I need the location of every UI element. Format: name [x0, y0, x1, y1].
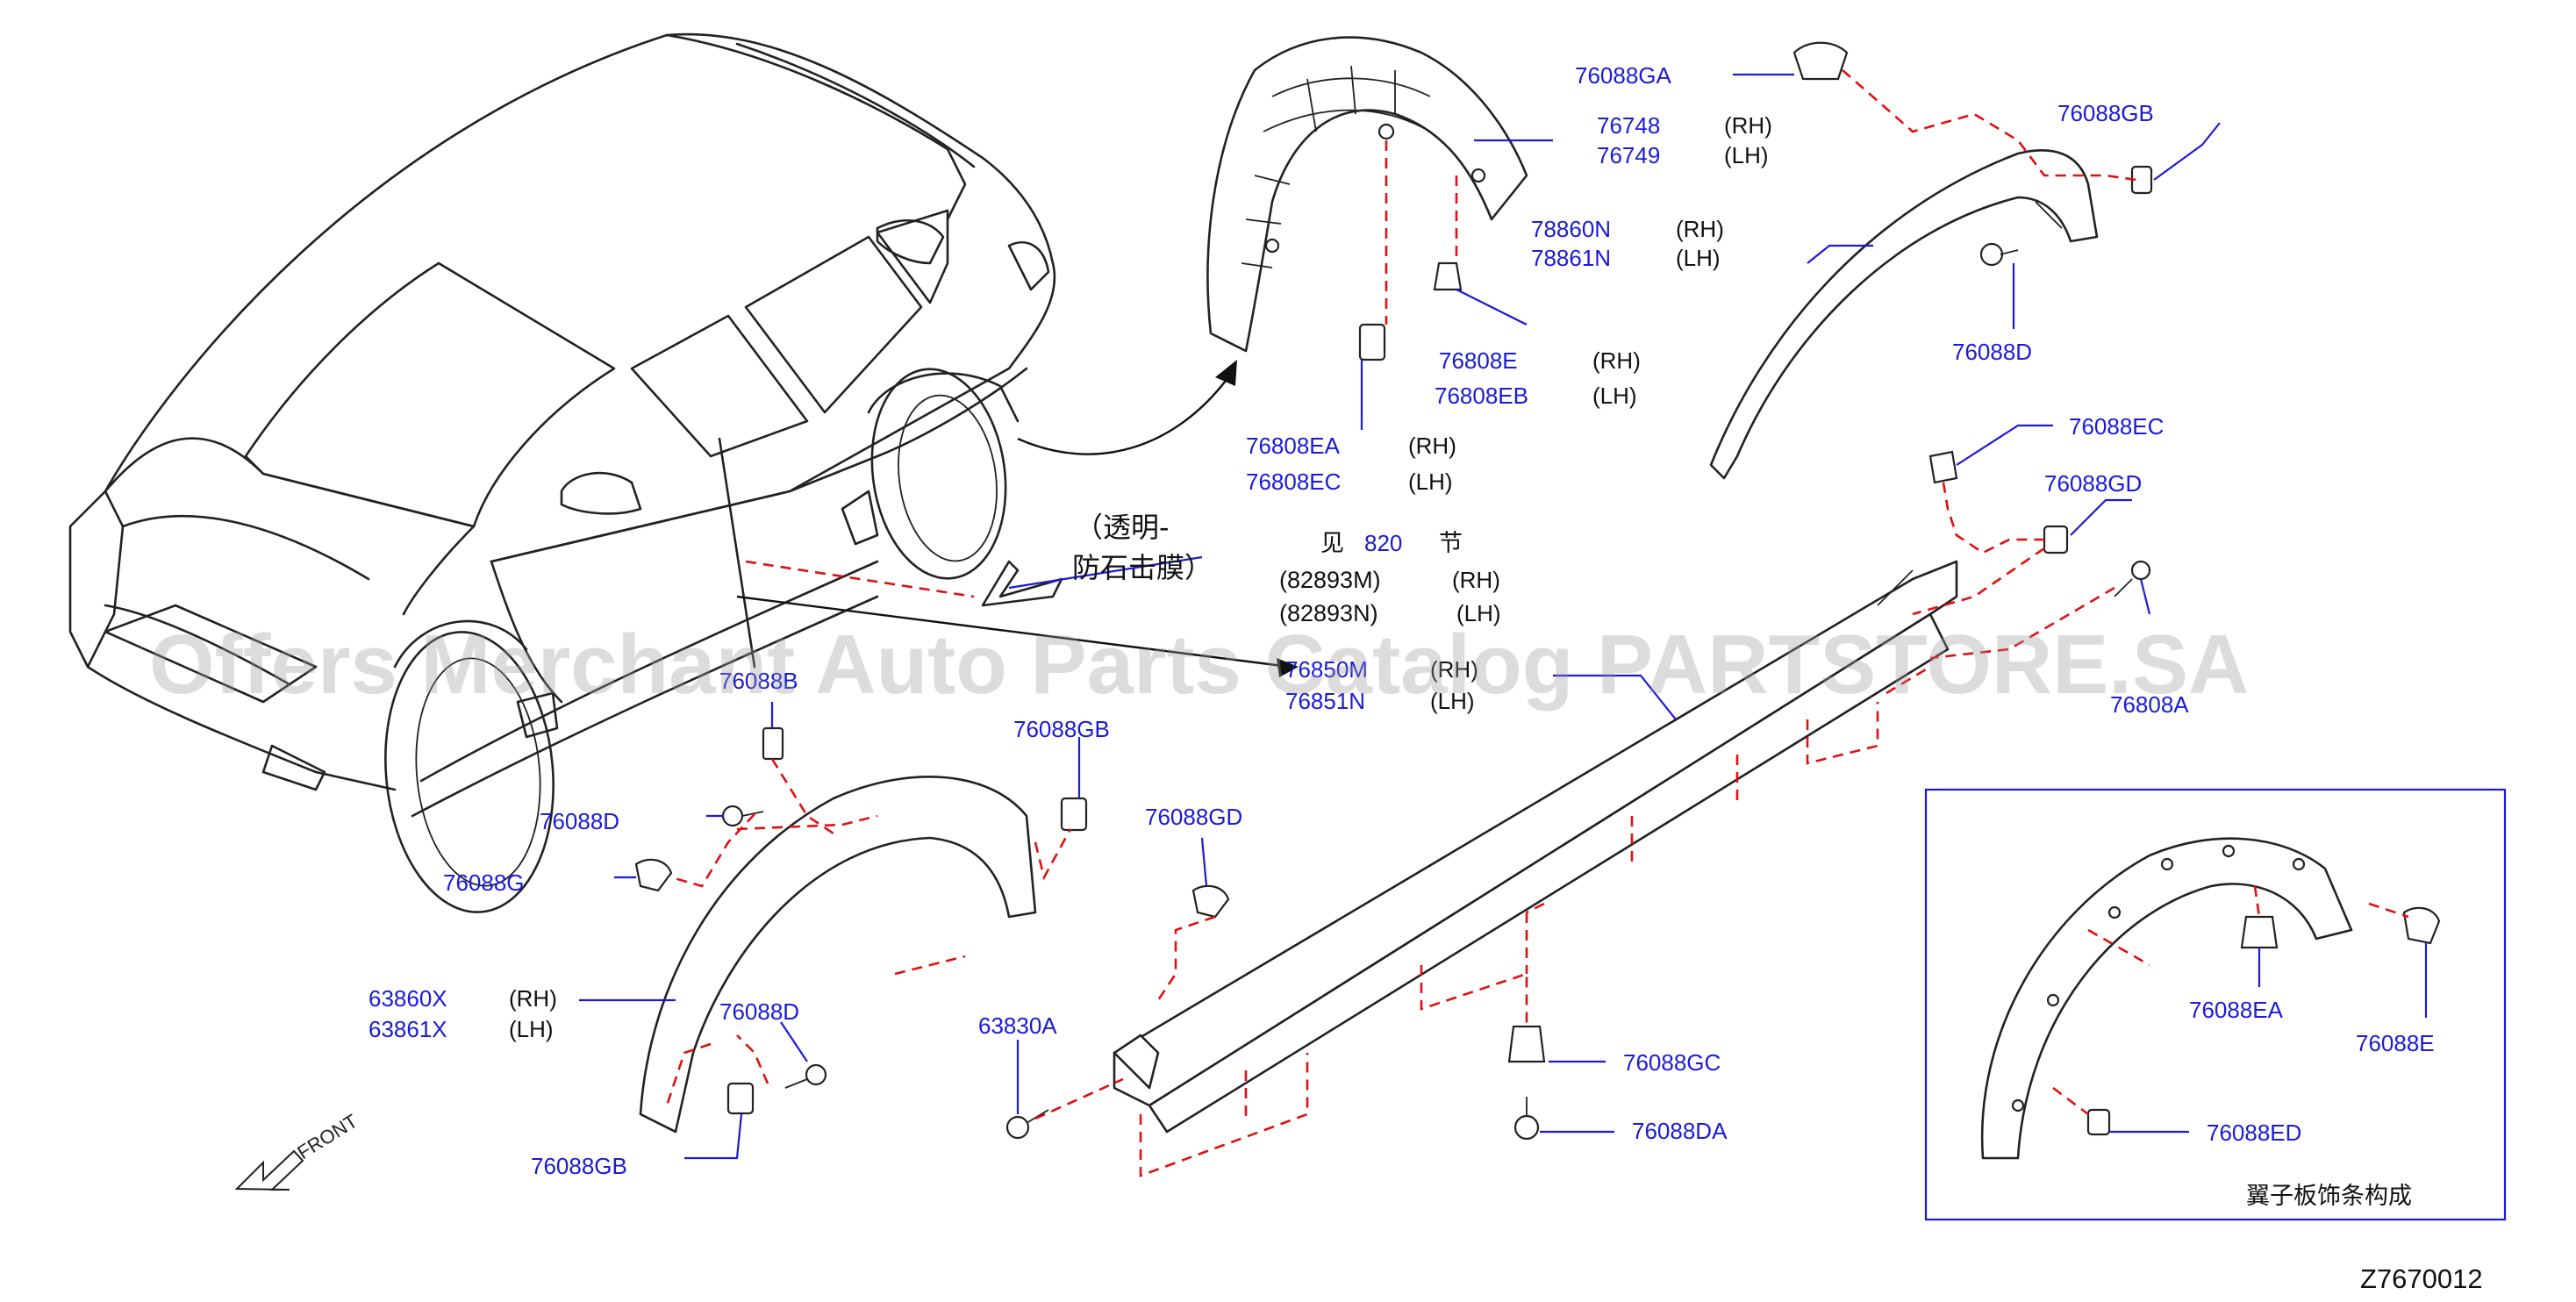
- rear-arch-moulding: [1709, 149, 2099, 480]
- sill-arrowhead: [1277, 658, 1299, 677]
- fastener-76088G: [634, 858, 673, 892]
- front-arch-moulding: [639, 776, 1037, 1134]
- fastener-76088EA: [2240, 915, 2279, 949]
- side-label-lh: (LH): [1676, 245, 1721, 271]
- fastener-76088B: [762, 726, 784, 761]
- side-label-lh: (LH): [1724, 142, 1769, 168]
- callout-76088B: 76088B: [719, 668, 798, 694]
- fastener-76088ED: [2086, 1108, 2111, 1136]
- fastener-76088GB-bottom: [726, 1082, 755, 1115]
- side-label-rh: (RH): [1676, 216, 1724, 242]
- diagram-ref-code: Z7670012: [2360, 1263, 2483, 1294]
- fastener-76088GA: [1792, 41, 1849, 81]
- fastener-76088GD-right: [2043, 525, 2069, 554]
- callout-78861N: 78861N: [1531, 245, 1611, 271]
- callout-76088GA: 76088GA: [1575, 62, 1672, 89]
- protective-film-part: [981, 560, 1063, 607]
- callout-76749: 76749: [1597, 142, 1660, 168]
- fastener-76088E: [2402, 906, 2441, 945]
- fastener-76088D-lower: [784, 1063, 827, 1089]
- callout-76808A: 76808A: [2110, 691, 2189, 718]
- inset-box: [1924, 788, 2507, 1221]
- fastener-76088D-left: [721, 805, 764, 827]
- side-label-lh: (LH): [1408, 469, 1453, 495]
- callout-76088ED: 76088ED: [2207, 1120, 2301, 1146]
- wheel-liner-part: [1206, 36, 1528, 353]
- callout-76088G: 76088G: [443, 869, 525, 896]
- front-direction-indicator: FRONT: [234, 1110, 361, 1191]
- callout-76808EB: 76808EB: [1435, 383, 1528, 409]
- callout-76088DA: 76088DA: [1632, 1118, 1728, 1144]
- fastener-76088GD-mid: [1191, 884, 1230, 919]
- callout-76088D-top: 76088D: [1952, 339, 2032, 365]
- side-label-lh: (LH): [1430, 688, 1475, 714]
- callout-76088GC: 76088GC: [1623, 1049, 1721, 1076]
- callout-76088GB-top: 76088GB: [2057, 100, 2154, 126]
- callout-76088GB-mid: 76088GB: [1013, 716, 1110, 742]
- sill-leader: [736, 595, 1291, 669]
- callout-76808E: 76808E: [1439, 347, 1518, 374]
- side-label-rh: (RH): [1430, 656, 1478, 683]
- film-note-line2: 防石击膜）: [1072, 551, 1213, 584]
- fastener-76808E: [1433, 261, 1463, 291]
- see-section-link[interactable]: 820: [1364, 530, 1402, 556]
- callout-63860X: 63860X: [369, 985, 447, 1012]
- see-text: 见: [1320, 530, 1344, 557]
- watermark-text: Offers Merchant Auto Parts Catalog PARTS…: [149, 618, 2249, 712]
- liner-arrow: [1017, 376, 1229, 455]
- fastener-76088EC: [1928, 450, 1958, 484]
- fastener-63830A: [1005, 1109, 1049, 1140]
- fastener-76088DA: [1513, 1097, 1540, 1141]
- liner-arrowhead: [1215, 360, 1237, 386]
- callout-leader-lines: [579, 73, 2428, 1160]
- side-label-lh: (LH): [1456, 600, 1501, 626]
- fastener-76088GB-mid: [1060, 797, 1088, 832]
- callout-82893N: (82893N): [1279, 600, 1378, 626]
- fastener-76088D-top: [1979, 242, 2019, 267]
- callout-76088GD-right: 76088GD: [2044, 470, 2142, 497]
- front-label: FRONT: [293, 1110, 361, 1163]
- side-label-rh: (RH): [1408, 433, 1456, 459]
- callout-78860N: 78860N: [1531, 216, 1611, 242]
- inset-caption: 翼子板饰条构成: [2246, 1183, 2412, 1210]
- inset-arch-moulding: [1980, 837, 2353, 1160]
- side-label-rh: (RH): [509, 985, 557, 1012]
- callout-63861X: 63861X: [369, 1016, 447, 1042]
- fastener-76808EA: [1358, 323, 1386, 361]
- callout-76808EA: 76808EA: [1246, 433, 1341, 459]
- side-label-rh: (RH): [1592, 347, 1641, 374]
- fastener-76088GC: [1507, 1025, 1546, 1063]
- callout-76088EC: 76088EC: [2069, 413, 2164, 440]
- callout-76808EC: 76808EC: [1246, 469, 1341, 495]
- callout-76088EA: 76088EA: [2189, 997, 2284, 1023]
- side-label-lh: (LH): [509, 1016, 554, 1042]
- callout-76748: 76748: [1597, 112, 1660, 139]
- callout-76088E: 76088E: [2356, 1030, 2435, 1056]
- side-label-lh: (LH): [1592, 383, 1637, 409]
- side-label-rh: (RH): [1452, 567, 1500, 593]
- fastener-76808A: [2114, 560, 2151, 597]
- callout-76088D-lower: 76088D: [719, 998, 799, 1025]
- callout-82893M: (82893M): [1279, 567, 1381, 593]
- callout-76851N: 76851N: [1285, 688, 1365, 714]
- callout-76850M: 76850M: [1285, 656, 1368, 683]
- side-label-rh: (RH): [1724, 112, 1772, 139]
- assembly-dashed-lines: [665, 69, 2409, 1177]
- callout-76088GD-mid: 76088GD: [1145, 804, 1242, 830]
- callout-63830A: 63830A: [978, 1012, 1057, 1039]
- callout-76088D-left: 76088D: [540, 808, 619, 834]
- film-note-line1: （透明-: [1075, 511, 1170, 544]
- side-sill-moulding: [1113, 560, 1958, 1134]
- section-text: 节: [1439, 530, 1463, 557]
- vehicle-illustration: [68, 32, 1056, 913]
- callout-76088GB-bottom: 76088GB: [531, 1153, 627, 1179]
